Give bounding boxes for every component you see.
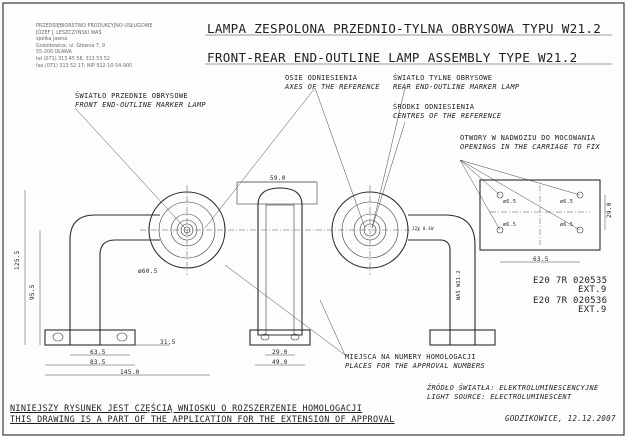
light-source-pl: ŹRÓDŁO ŚWIATŁA: ELEKTROLUMINESCENCYJNE — [427, 384, 599, 392]
footer-pl: NINIEJSZY RYSUNEK JEST CZĘŚCIĄ WNIOSKU O… — [10, 404, 363, 414]
dim-hole-dia-3: ø6.5 — [503, 222, 517, 228]
place-date: GODZIKOWICE, 12.12.2007 — [505, 414, 616, 423]
approval-mark-2: E20 7R 020536 — [533, 296, 608, 306]
dim-stem-outer: 49.0 — [272, 359, 288, 366]
approval-mark-1: E20 7R 020535 — [533, 276, 608, 286]
callout-rear-en: REAR END-OUTLINE MARKER LAMP — [393, 83, 520, 91]
dim-hole-width: 63.5 — [533, 256, 549, 263]
dim-overall: 145.0 — [120, 369, 140, 376]
approval-mark-2-ext: EXT.9 — [578, 305, 607, 315]
right-bracket — [408, 214, 496, 346]
callout-openings-en: OPENINGS IN THE CARRIAGE TO FIX — [460, 143, 600, 151]
lamp-label-right: 12V 0.4W — [412, 226, 434, 231]
dim-hole-dia-2: ø6.5 — [560, 199, 574, 205]
dim-hole-dia-1: ø6.5 — [503, 199, 517, 205]
light-source-en: LIGHT SOURCE: ELECTROLUMINESCENT — [427, 393, 572, 401]
stamp-line: fax (071) 313 52 17; NIP 912-10-54-900 — [36, 63, 133, 69]
dim-base-inner: 63.5 — [90, 349, 106, 356]
approval-mark-1-ext: EXT.9 — [578, 285, 607, 295]
center-stem — [236, 181, 318, 346]
callout-approval-en: PLACES FOR THE APPROVAL NUMBERS — [345, 362, 485, 370]
company-stamp: PRZEDSIĘBIORSTWO PRODUKCYJNO-USŁUGOWE JÓ… — [36, 24, 186, 70]
dim-hole-height: 29.0 — [606, 202, 613, 218]
dim-stem-inner: 29.0 — [272, 349, 288, 356]
left-bracket — [44, 214, 160, 346]
dim-height-inner: 95.5 — [29, 284, 36, 300]
callout-rear-pl: ŚWIATŁO TYLNE OBRYSOWE — [393, 74, 493, 82]
callout-front-en: FRONT END-OUTLINE MARKER LAMP — [75, 101, 206, 109]
stamp-line: PRZEDSIĘBIORSTWO PRODUKCYJNO-USŁUGOWE — [36, 24, 153, 29]
stamp-line: 55-200 OŁAWA — [36, 50, 72, 56]
callout-centres-pl: ŚRODKI ODNIESIENIA — [393, 103, 475, 111]
callout-axes-en: AXES OF THE REFERENCE — [285, 83, 380, 91]
stamp-line: JÓZEF J. LESZCZYŃSKI WAŚ — [36, 30, 102, 36]
mounting-plate — [479, 179, 606, 263]
callout-openings-pl: OTWORY W NADWOZIU DO MOCOWANIA — [460, 134, 596, 142]
footer-en: THIS DRAWING IS A PART OF THE APPLICATIO… — [10, 415, 395, 425]
dim-offset: 31.5 — [160, 339, 176, 346]
dimension-lines — [24, 181, 315, 376]
callout-centres-en: CENTRES OF THE REFERENCE — [393, 112, 502, 120]
stem-mark: WAŚ W21.2 — [456, 270, 462, 300]
callout-front-pl: ŚWIATŁO PRZEDNIE OBRYSOWE — [75, 92, 188, 100]
dim-top-width: 59.0 — [270, 175, 286, 182]
stamp-line: spółka jawna — [36, 37, 68, 43]
stamp-line: Godzikowice, ul. Główna 7, 9 — [36, 43, 106, 49]
title-pl: LAMPA ZESPOLONA PRZEDNIO-TYLNA OBRYSOWA … — [207, 21, 602, 36]
title-en: FRONT-REAR END-OUTLINE LAMP ASSEMBLY TYP… — [207, 50, 578, 65]
leader-lines — [74, 87, 581, 356]
dim-hole-dia-4: ø6.5 — [560, 222, 574, 228]
dim-height-total: 125.5 — [14, 250, 21, 270]
callout-approval-pl: MIEJSCA NA NUMERY HOMOLOGACJI — [345, 353, 476, 361]
dim-lens-diameter: ø60.5 — [138, 268, 158, 275]
callout-axes-pl: OSIE ODNIESIENIA — [285, 74, 358, 82]
dim-base-outer: 83.5 — [90, 359, 106, 366]
stamp-line: tel (071) 313 45 58, 313 53 52 — [36, 56, 110, 62]
